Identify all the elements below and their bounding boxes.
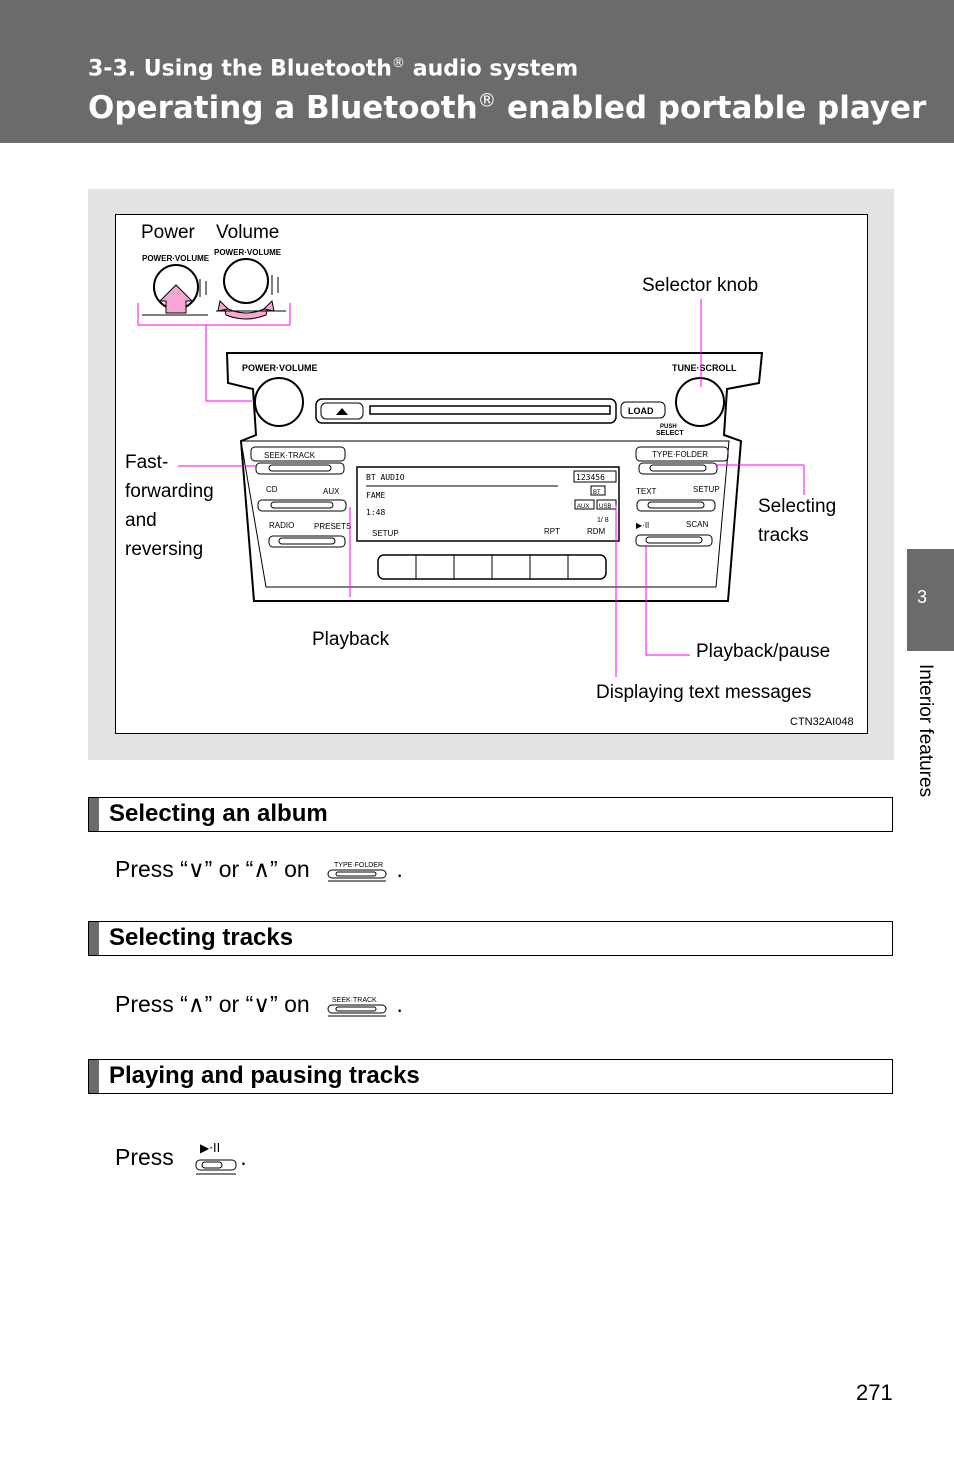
svg-text:SELECT: SELECT bbox=[656, 430, 684, 437]
play-pause-button-icon: ▶·II bbox=[195, 1141, 237, 1175]
svg-text:1:48: 1:48 bbox=[366, 508, 385, 517]
label-fast-forwarding-3: and bbox=[125, 510, 157, 531]
seek-track-button-icon: SEEK·TRACK bbox=[327, 997, 387, 1017]
section-label: 3-3. Using the Bluetooth® audio system bbox=[88, 56, 579, 82]
label-selecting-tracks-1: Selecting bbox=[758, 496, 837, 517]
preset-buttons bbox=[377, 554, 607, 580]
svg-text:SETUP: SETUP bbox=[372, 529, 399, 538]
page-header: 3-3. Using the Bluetooth® audio system O… bbox=[0, 0, 954, 143]
subheading-playing-pausing: Playing and pausing tracks bbox=[88, 1059, 893, 1094]
right-button-group: TYPE·FOLDER TEXT SETUP ▶·II SCAN bbox=[635, 446, 729, 547]
chapter-number: 3 bbox=[916, 587, 927, 607]
left-button-group: SEEK·TRACK CD AUX RADIO PRESETS bbox=[250, 446, 351, 548]
label-selecting-tracks-2: tracks bbox=[758, 525, 809, 546]
svg-text:PRESETS: PRESETS bbox=[314, 522, 351, 531]
svg-text:▶·II: ▶·II bbox=[636, 521, 649, 530]
svg-text:FAME: FAME bbox=[366, 491, 385, 500]
load-button bbox=[620, 401, 666, 419]
svg-text:RDM: RDM bbox=[587, 527, 606, 536]
svg-text:123456: 123456 bbox=[576, 473, 605, 482]
svg-text:▶·II: ▶·II bbox=[200, 1141, 220, 1155]
svg-text:TYPE·FOLDER: TYPE·FOLDER bbox=[334, 862, 383, 869]
seek-track-label: SEEK·TRACK bbox=[264, 451, 316, 460]
volume-knob-inset bbox=[216, 258, 286, 320]
label-displaying-text-messages: Displaying text messages bbox=[596, 682, 812, 703]
inset-power-volume-text: POWER·VOLUME bbox=[142, 254, 210, 263]
tune-scroll-knob bbox=[675, 377, 725, 427]
cd-slot bbox=[369, 405, 611, 415]
instruction-selecting-tracks: Press “∧” or “∨” on SEEK·TRACK . bbox=[115, 991, 403, 1017]
svg-text:1/ 8: 1/ 8 bbox=[597, 517, 609, 524]
label-playback: Playback bbox=[312, 629, 390, 650]
chapter-tab: 3 bbox=[907, 549, 954, 651]
callout-lines bbox=[178, 299, 805, 677]
page-title: Operating a Bluetooth® enabled portable … bbox=[88, 90, 927, 126]
type-folder-label: TYPE·FOLDER bbox=[652, 450, 708, 459]
label-volume: Volume bbox=[216, 222, 280, 243]
svg-text:BT AUDIO: BT AUDIO bbox=[366, 473, 405, 482]
chapter-label: Interior features bbox=[915, 664, 936, 798]
label-selector-knob: Selector knob bbox=[642, 275, 759, 296]
audio-panel-drawing: POWER·VOLUME POWER·VOLUME LOAD POWER·VOL… bbox=[137, 248, 805, 677]
label-playback-pause: Playback/pause bbox=[696, 641, 831, 662]
type-folder-button-icon: TYPE·FOLDER bbox=[327, 862, 387, 882]
svg-text:SETUP: SETUP bbox=[693, 485, 720, 494]
svg-text:SEEK·TRACK: SEEK·TRACK bbox=[332, 997, 377, 1004]
svg-text:PUSH: PUSH bbox=[660, 424, 677, 430]
svg-text:USB: USB bbox=[599, 504, 611, 510]
label-fast-forwarding-2: forwarding bbox=[125, 481, 214, 502]
svg-text:CD: CD bbox=[266, 485, 278, 494]
label-fast-forwarding-1: Fast- bbox=[125, 452, 169, 473]
inset-power-volume-text-2: POWER·VOLUME bbox=[214, 248, 282, 257]
instruction-selecting-album: Press “∨” or “∧” on TYPE·FOLDER . bbox=[115, 856, 403, 882]
svg-text:AUX: AUX bbox=[323, 487, 340, 496]
audio-panel-figure: POWER·VOLUME POWER·VOLUME LOAD POWER·VOL… bbox=[115, 214, 868, 734]
subheading-selecting-album: Selecting an album bbox=[88, 797, 893, 832]
svg-text:SCAN: SCAN bbox=[686, 520, 708, 529]
svg-text:BT: BT bbox=[593, 490, 601, 496]
svg-text:TEXT: TEXT bbox=[636, 487, 657, 496]
label-power: Power bbox=[141, 222, 195, 243]
power-volume-knob bbox=[254, 377, 304, 427]
panel-power-volume-label: POWER·VOLUME bbox=[242, 363, 318, 373]
page-number: 271 bbox=[856, 1380, 893, 1405]
power-knob-inset bbox=[142, 264, 208, 316]
label-fast-forwarding-4: reversing bbox=[125, 539, 204, 560]
load-label: LOAD bbox=[628, 406, 654, 416]
svg-text:AUX: AUX bbox=[577, 504, 589, 510]
svg-text:RPT: RPT bbox=[544, 527, 560, 536]
instruction-playing-pausing: Press ▶·II . bbox=[115, 1138, 247, 1180]
svg-text:RADIO: RADIO bbox=[269, 521, 294, 530]
figure-code: CTN32AI048 bbox=[790, 716, 854, 728]
display-screen: BT AUDIO FAME 1:48 SETUP RPT RDM 1/ 8 12… bbox=[356, 466, 620, 542]
subheading-selecting-tracks: Selecting tracks bbox=[88, 921, 893, 956]
panel-tune-scroll-label: TUNE·SCROLL bbox=[672, 363, 737, 373]
